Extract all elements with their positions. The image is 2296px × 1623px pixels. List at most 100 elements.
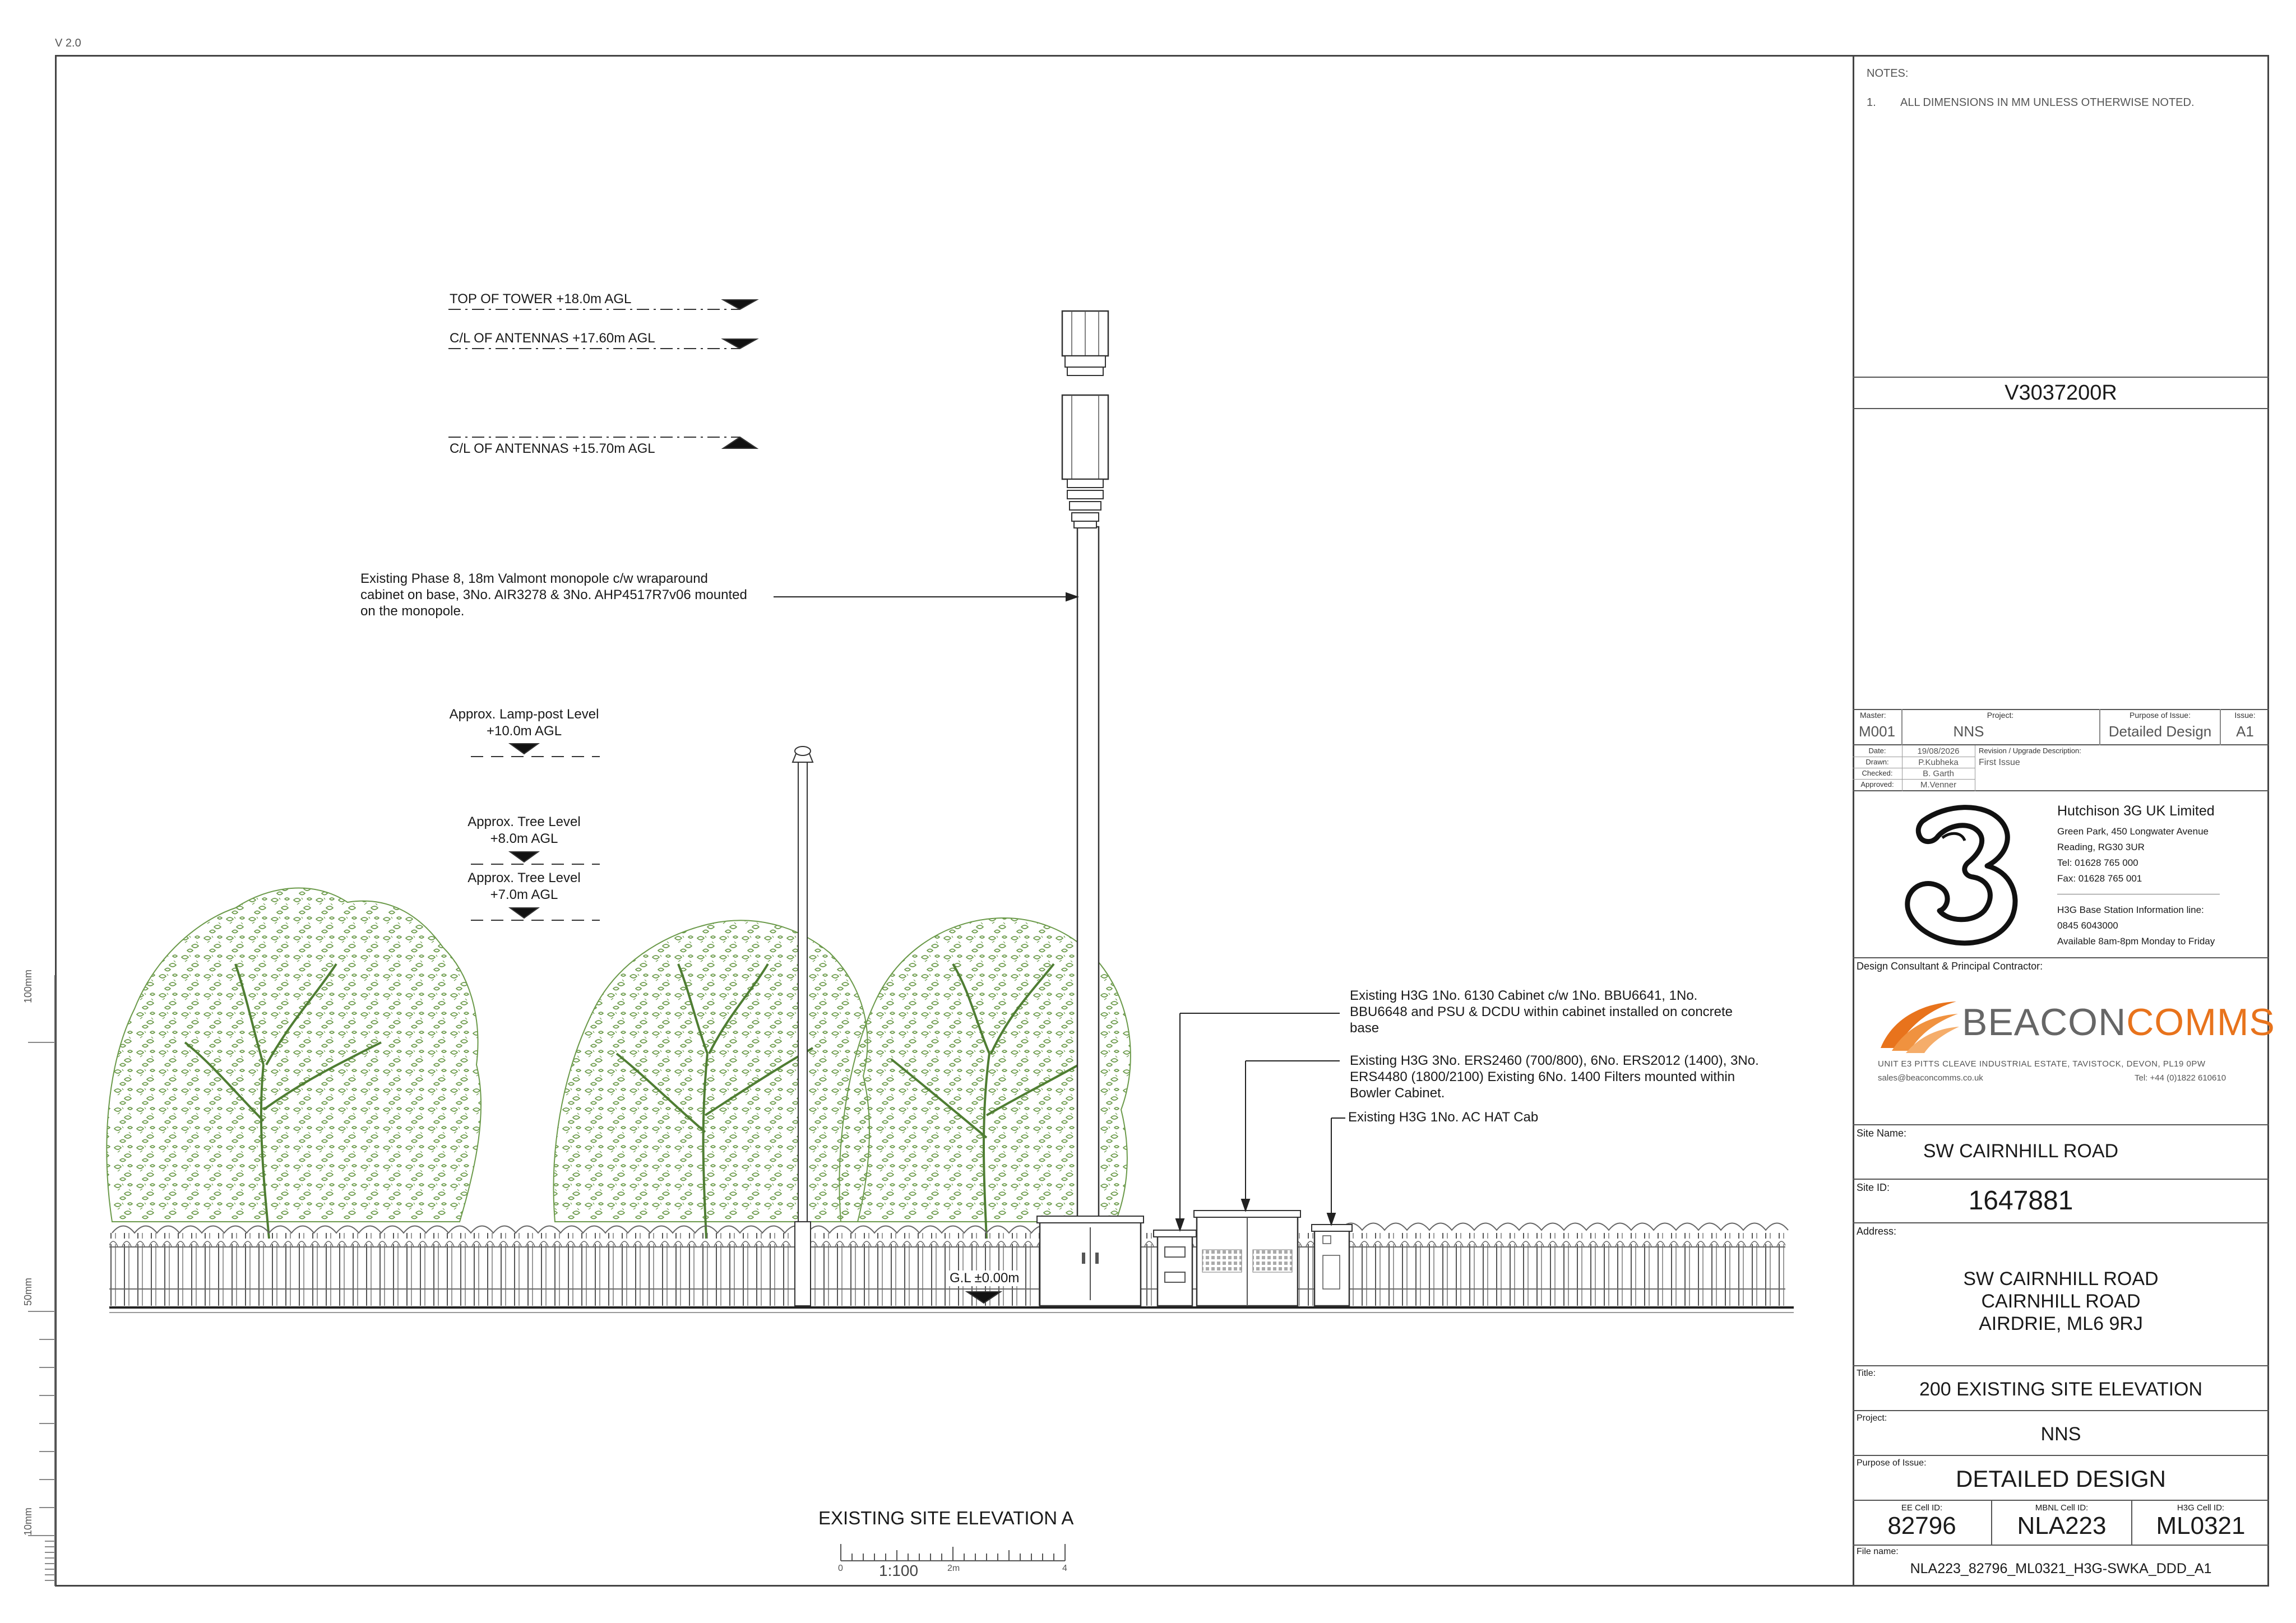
approval-grid bbox=[1853, 745, 1975, 791]
mbnl-cell-label: MBNL Cell ID: bbox=[2035, 1503, 2089, 1513]
drawing-title: 200 EXISTING SITE ELEVATION bbox=[1919, 1379, 2203, 1400]
tree-group-middle bbox=[553, 920, 870, 1239]
site-id-label: Site ID: bbox=[1857, 1182, 1890, 1193]
annotation-ac-hat: Existing H3G 1No. AC HAT Cab bbox=[1348, 1110, 1539, 1125]
label-top-tower: TOP OF TOWER +18.0m AGL bbox=[450, 291, 632, 307]
purpose-label: Purpose of Issue: bbox=[2130, 711, 2191, 720]
level-marker-lamp-post bbox=[508, 743, 540, 755]
drawing-ref-box bbox=[1853, 377, 2269, 409]
sheet-border bbox=[55, 55, 2269, 1587]
annotation-cabinet-6130: Existing H3G 1No. 6130 Cabinet c/w 1No. … bbox=[1350, 988, 1733, 1036]
project2-value: NNS bbox=[2040, 1423, 2081, 1445]
client-block bbox=[1853, 791, 2269, 958]
level-marker-tree-lower bbox=[508, 907, 540, 919]
ee-cell-id: 82796 bbox=[1887, 1512, 1956, 1539]
purpose2-value: DETAILED DESIGN bbox=[1956, 1466, 2166, 1492]
drawn-value: P.Kubheka bbox=[1918, 758, 1959, 767]
annotation-bowler-cabinet: Existing H3G 3No. ERS2460 (700/800), 6No… bbox=[1350, 1053, 1759, 1101]
project-label: Project: bbox=[1987, 711, 2014, 720]
site-id-block bbox=[1853, 1180, 2269, 1223]
site-name-block bbox=[1853, 1125, 2269, 1180]
ee-cell-label: EE Cell ID: bbox=[1901, 1503, 1943, 1513]
note-number: 1. bbox=[1867, 96, 1876, 109]
master-label: Master: bbox=[1860, 711, 1886, 720]
project-value: NNS bbox=[1953, 723, 1984, 740]
client-name: Hutchison 3G UK Limited bbox=[2057, 803, 2215, 819]
approved-value: M.Venner bbox=[1920, 780, 1957, 790]
revision-value: First Issue bbox=[1979, 758, 2020, 767]
checked-value: B. Garth bbox=[1923, 769, 1954, 778]
purpose2-label: Purpose of Issue: bbox=[1857, 1458, 1927, 1468]
three-logo-icon bbox=[1905, 805, 2018, 946]
beacon-swoosh-icon bbox=[1881, 1001, 1959, 1053]
annotation-monopole: Existing Phase 8, 18m Valmont monopole c… bbox=[360, 571, 747, 619]
consultant-block bbox=[1853, 958, 2269, 1125]
cell-id-row bbox=[1853, 1501, 2269, 1546]
file-label: File name: bbox=[1857, 1547, 1899, 1556]
address-block bbox=[1853, 1223, 2269, 1366]
bowler-cabinet bbox=[1193, 1210, 1301, 1307]
title-label: Title: bbox=[1857, 1369, 1876, 1378]
beacon-email: sales@beaconcomms.co.uk bbox=[1878, 1073, 1983, 1083]
h3g-cell-label: H3G Cell ID: bbox=[2177, 1503, 2225, 1513]
site-id: 1647881 bbox=[1968, 1186, 2073, 1216]
issue-value: A1 bbox=[2236, 723, 2254, 740]
purpose-value: Detailed Design bbox=[2108, 723, 2212, 740]
project-box bbox=[1853, 1411, 2269, 1456]
notes-header: NOTES: bbox=[1867, 67, 1909, 80]
level-marker-antennas-lower bbox=[721, 436, 759, 449]
client-address: Green Park, 450 Longwater Avenue Reading… bbox=[2057, 826, 2209, 884]
project2-label: Project: bbox=[1857, 1413, 1887, 1423]
level-marker-ground bbox=[965, 1291, 1003, 1304]
consultant-label: Design Consultant & Principal Contractor… bbox=[1857, 961, 2043, 972]
tree-group-right bbox=[839, 917, 1131, 1239]
title-block bbox=[1853, 55, 2269, 1587]
site-name: SW CAIRNHILL ROAD bbox=[1923, 1140, 2119, 1162]
tree-group-left bbox=[106, 887, 482, 1239]
label-tree-lower: Approx. Tree Level+7.0m AGL bbox=[467, 870, 581, 902]
beacon-tel: Tel: +44 (0)1822 610610 bbox=[2135, 1073, 2226, 1083]
note-text: ALL DIMENSIONS IN MM UNLESS OTHERWISE NO… bbox=[1900, 96, 2195, 109]
version-label: V 2.0 bbox=[55, 37, 81, 49]
beacon-address: UNIT E3 PITTS CLEAVE INDUSTRIAL ESTATE, … bbox=[1878, 1059, 2206, 1069]
lamp-post bbox=[791, 746, 814, 1306]
ac-hat-cabinet bbox=[1311, 1224, 1353, 1307]
site-address: SW CAIRNHILL ROAD CAIRNHILL ROAD AIRDRIE… bbox=[1963, 1268, 2159, 1334]
issue-label: Issue: bbox=[2234, 711, 2256, 720]
mbnl-cell-id: NLA223 bbox=[2017, 1512, 2107, 1539]
scale-tick-4: 4 bbox=[1062, 1564, 1067, 1573]
label-ground-level: G.L ±0.00m bbox=[947, 1270, 1022, 1286]
title-box bbox=[1853, 1366, 2269, 1411]
site-name-label: Site Name: bbox=[1857, 1128, 1907, 1139]
fence-razor-wire-right bbox=[1339, 1222, 1789, 1231]
scale-bar bbox=[840, 1544, 1066, 1561]
approved-label: Approved: bbox=[1860, 780, 1894, 789]
scale-tick-0: 0 bbox=[838, 1564, 843, 1573]
address-label: Address: bbox=[1857, 1226, 1897, 1237]
level-marker-tree-upper bbox=[508, 851, 540, 863]
info-line: H3G Base Station Information line: 0845 … bbox=[2057, 905, 2215, 947]
wraparound-cabinet bbox=[1036, 1216, 1144, 1307]
scale-tick-2: 2m bbox=[947, 1564, 960, 1573]
monopole bbox=[1061, 310, 1109, 1223]
elevation-title: EXISTING SITE ELEVATION A bbox=[818, 1508, 1074, 1528]
label-antennas-upper: C/L OF ANTENNAS +17.60m AGL bbox=[450, 331, 655, 346]
level-marker-antennas-upper bbox=[721, 338, 759, 350]
purpose-box bbox=[1853, 1456, 2269, 1501]
date-value: 19/08/2026 bbox=[1917, 746, 1960, 756]
issue-row bbox=[1853, 709, 2269, 745]
revision-label: Revision / Upgrade Description: bbox=[1979, 746, 2081, 755]
h3g-cell-id: ML0321 bbox=[2156, 1512, 2246, 1539]
scale-ratio: 1:100 bbox=[879, 1562, 919, 1579]
file-name: NLA223_82796_ML0321_H3G-SWKA_DDD_A1 bbox=[1910, 1561, 2212, 1576]
cabinet-6130 bbox=[1153, 1230, 1197, 1307]
master-value: M001 bbox=[1859, 723, 1896, 740]
elevation-drawing bbox=[106, 299, 1794, 1561]
scale-ruler bbox=[28, 975, 55, 1586]
fence-razor-wire-left bbox=[112, 1225, 1122, 1234]
level-marker-top-tower bbox=[721, 299, 759, 310]
label-tree-upper: Approx. Tree Level+8.0m AGL bbox=[467, 814, 581, 846]
beacon-wordmark: BEACONCOMMS bbox=[1962, 1001, 2275, 1044]
label-lamp-post: Approx. Lamp-post Level+10.0m AGL bbox=[449, 707, 599, 739]
drawing-ref: V3037200R bbox=[2005, 381, 2117, 405]
